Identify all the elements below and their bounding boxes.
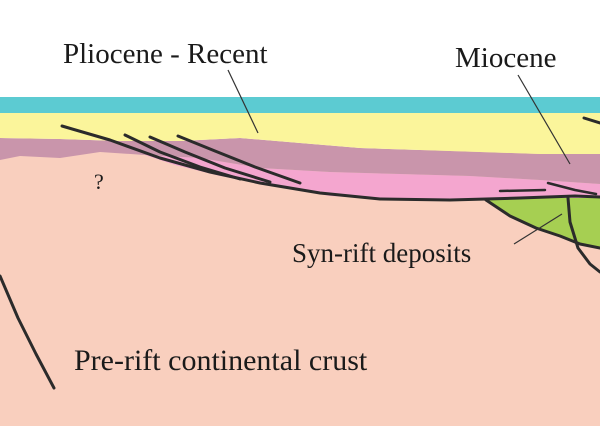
edge-fault-right (582, 116, 600, 125)
pliocene-leader-line (227, 69, 259, 134)
miocene-label: Miocene (455, 42, 557, 74)
normal-fault-1 (123, 133, 242, 181)
miocene-fault-2 (546, 181, 598, 196)
pre-rift-crust-layer (0, 150, 600, 426)
miocene-lower-layer (145, 155, 600, 200)
pliocene-recent-layer (0, 113, 600, 154)
miocene-fault-1 (498, 188, 547, 193)
syn-rift-layer (486, 196, 600, 248)
pliocene-recent-label: Pliocene - Recent (63, 38, 268, 70)
uncertain-marker: ? (94, 169, 104, 194)
pre-rift-crust-label: Pre-rift continental crust (74, 344, 368, 377)
miocene-upper-layer (0, 138, 600, 184)
basin-fault-right (566, 196, 600, 274)
miocene-leader-line (517, 74, 571, 165)
crust-fault-left (0, 274, 56, 390)
syn-rift-fault (484, 198, 600, 250)
detachment-fault (60, 124, 600, 202)
sea-water-layer (0, 97, 600, 113)
syn-rift-leader-line (513, 213, 563, 245)
normal-fault-3 (176, 134, 302, 185)
syn-rift-deposits-label: Syn-rift deposits (292, 238, 472, 268)
normal-fault-2 (148, 135, 272, 184)
